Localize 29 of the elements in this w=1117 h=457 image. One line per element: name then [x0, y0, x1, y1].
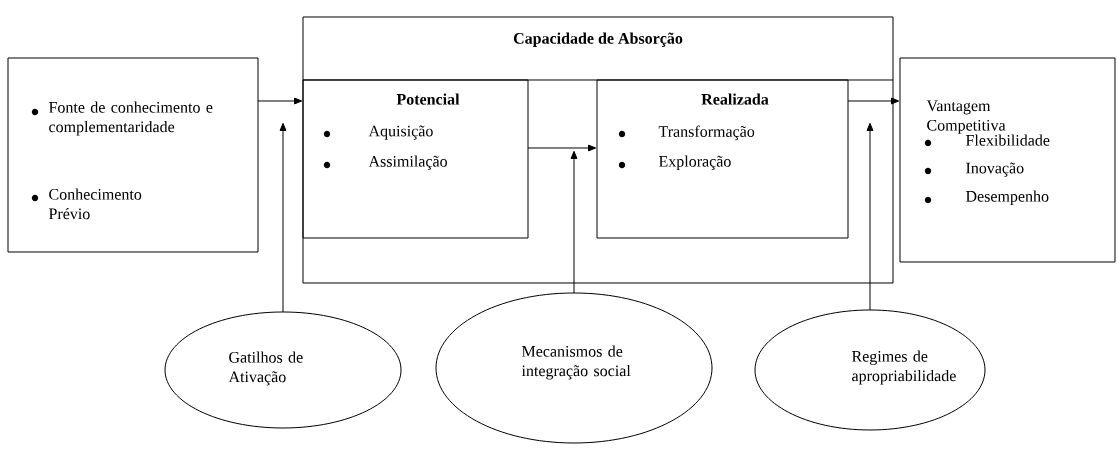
- list-item: Exploração: [658, 155, 731, 170]
- heading: Realizada: [701, 93, 769, 105]
- list-item: Desempenho: [965, 190, 1049, 205]
- list-item: Transformação: [658, 125, 755, 141]
- heading: Capacidade de Absorção: [513, 32, 683, 48]
- arrow: [257, 97, 303, 105]
- list-item: Inovação: [966, 162, 1024, 177]
- factor-ellipse: [754, 309, 986, 431]
- list-item: Aquisição: [368, 125, 433, 140]
- list-item: Assimilação: [368, 155, 447, 170]
- list-item: Flexibilidade: [965, 134, 1050, 146]
- factor-ellipse: [164, 311, 402, 429]
- list-item: Conhecimento Prévio: [48, 188, 142, 220]
- arrow: [279, 122, 287, 313]
- label-text: Gatilhos de Ativação: [228, 351, 303, 386]
- factor-ellipse: [435, 292, 713, 444]
- heading: Potencial: [396, 93, 460, 105]
- source-box: [7, 57, 259, 253]
- arrow: [866, 122, 874, 311]
- arrow: [847, 97, 900, 105]
- label-text: Vantagem Competitiva: [926, 100, 1006, 134]
- arrow: [570, 150, 578, 294]
- outcome-box: [899, 57, 1116, 263]
- arrow: [527, 144, 597, 152]
- label-text: Regimes de apropriabilidade: [851, 350, 956, 385]
- label-text: Mecanismos de integração social: [521, 345, 631, 380]
- list-item: Fonte de conhecimento e complementaridade: [48, 101, 213, 136]
- stage-box: [596, 79, 849, 239]
- stage-box: [302, 79, 529, 239]
